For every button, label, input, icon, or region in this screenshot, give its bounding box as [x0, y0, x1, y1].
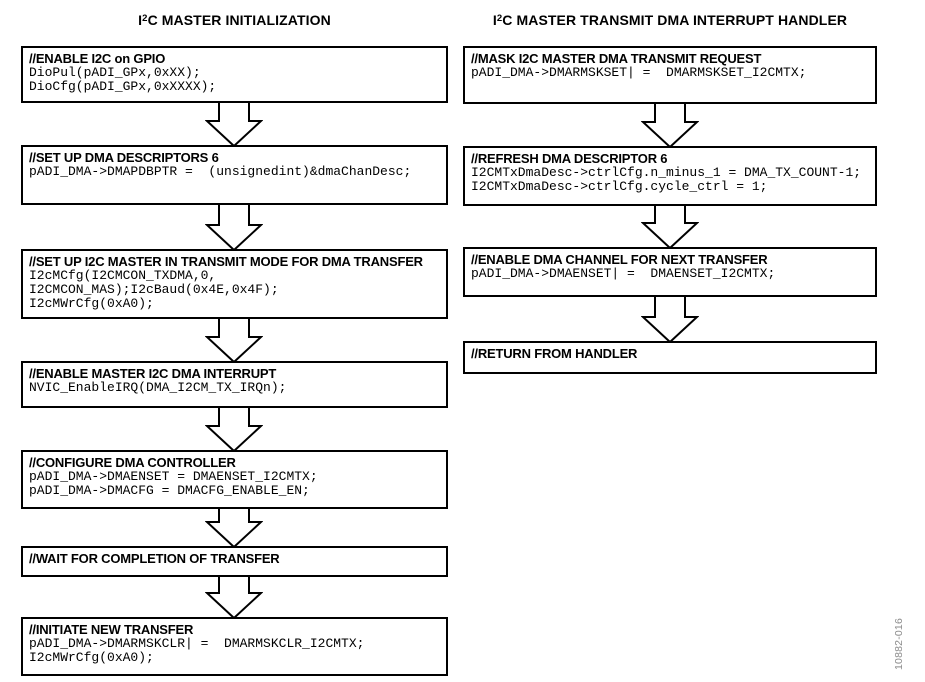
code-line: NVIC_EnableIRQ(DMA_I2CM_TX_IRQn); — [29, 380, 287, 395]
code-line: I2CMTxDmaDesc->ctrlCfg.cycle_ctrl = 1; — [471, 179, 768, 194]
flowchart-box: //ENABLE DMA CHANNEL FOR NEXT TRANSFER p… — [463, 247, 877, 297]
down-arrow-icon — [640, 295, 700, 348]
code-line: I2cMWrCfg(0xA0); — [29, 296, 154, 311]
code-line: DioCfg(pADI_GPx,0xXXXX); — [29, 79, 217, 94]
box-header: //REFRESH DMA DESCRIPTOR 6 — [471, 151, 668, 166]
flowchart-box: //ENABLE I2C on GPIO DioPul(pADI_GPx,0xX… — [21, 46, 448, 103]
superscript-2: 2 — [496, 13, 503, 24]
box-header: //INITIATE NEW TRANSFER — [29, 622, 194, 637]
flowchart-box: //ENABLE MASTER I2C DMA INTERRUPT NVIC_E… — [21, 361, 448, 408]
code-line: I2CMCON_MAS);I2cBaud(0x4E,0x4F); — [29, 282, 279, 297]
box-header: //RETURN FROM HANDLER — [471, 346, 638, 361]
box-header: //ENABLE I2C on GPIO — [29, 51, 166, 66]
box-code: I2CMTxDmaDesc->ctrlCfg.n_minus_1 = DMA_T… — [465, 166, 875, 194]
flowchart-box: //REFRESH DMA DESCRIPTOR 6 I2CMTxDmaDesc… — [463, 146, 877, 206]
flowchart-box: //SET UP I2C MASTER IN TRANSMIT MODE FOR… — [21, 249, 448, 319]
down-arrow-icon — [204, 101, 264, 152]
code-line: pADI_DMA->DMAENSET = DMAENSET_I2CMTX; — [29, 469, 318, 484]
superscript-2: 2 — [142, 13, 148, 24]
box-header: //ENABLE DMA CHANNEL FOR NEXT TRANSFER — [471, 252, 768, 267]
down-arrow-icon — [204, 203, 264, 256]
figure-number-label: 10882-016 — [893, 617, 905, 670]
box-header: //SET UP DMA DESCRIPTORS 6 — [29, 150, 219, 165]
down-arrow-icon — [204, 317, 264, 368]
title-text: C MASTER TRANSMIT DMA INTERRUPT HANDLER — [502, 12, 848, 28]
code-line: pADI_DMA->DMACFG = DMACFG_ENABLE_EN; — [29, 483, 310, 498]
code-line: pADI_DMA->DMARMSKSET| = DMARMSKSET_I2CMT… — [471, 65, 807, 80]
down-arrow-icon — [640, 102, 700, 153]
down-arrow-icon — [204, 575, 264, 624]
right-column-title: I2C MASTER TRANSMIT DMA INTERRUPT HANDLE… — [463, 12, 877, 28]
code-line: pADI_DMA->DMARMSKCLR| = DMARMSKCLR_I2CMT… — [29, 636, 365, 651]
down-arrow-icon — [204, 507, 264, 553]
code-line: I2cMCfg(I2CMCON_TXDMA,0, — [29, 268, 217, 283]
code-line: DioPul(pADI_GPx,0xXX); — [29, 65, 201, 80]
down-arrow-icon — [204, 406, 264, 457]
box-code: pADI_DMA->DMARMSKSET| = DMARMSKSET_I2CMT… — [465, 66, 875, 80]
box-code: pADI_DMA->DMARMSKCLR| = DMARMSKCLR_I2CMT… — [23, 637, 446, 665]
code-line: pADI_DMA->DMAPDBPTR = (unsignedint)&dmaC… — [29, 164, 412, 179]
box-code: DioPul(pADI_GPx,0xXX);DioCfg(pADI_GPx,0x… — [23, 66, 446, 94]
code-line: pADI_DMA->DMAENSET| = DMAENSET_I2CMTX; — [471, 266, 776, 281]
code-line: I2cMWrCfg(0xA0); — [29, 650, 154, 665]
left-column-title: I2C MASTER INITIALIZATION — [21, 12, 448, 28]
flowchart-box: //RETURN FROM HANDLER — [463, 341, 877, 374]
down-arrow-icon — [640, 204, 700, 254]
title-text: I — [492, 12, 497, 28]
box-code: pADI_DMA->DMAENSET = DMAENSET_I2CMTX;pAD… — [23, 470, 446, 498]
title-text: C MASTER INITIALIZATION — [147, 12, 331, 28]
box-header: //WAIT FOR COMPLETION OF TRANSFER — [29, 551, 280, 566]
flowchart-box: //MASK I2C MASTER DMA TRANSMIT REQUEST p… — [463, 46, 877, 104]
box-header: //SET UP I2C MASTER IN TRANSMIT MODE FOR… — [29, 254, 423, 269]
flowchart-box: //INITIATE NEW TRANSFER pADI_DMA->DMARMS… — [21, 617, 448, 676]
flowchart-box: //WAIT FOR COMPLETION OF TRANSFER — [21, 546, 448, 577]
code-line: I2CMTxDmaDesc->ctrlCfg.n_minus_1 = DMA_T… — [471, 165, 862, 180]
box-header: //MASK I2C MASTER DMA TRANSMIT REQUEST — [471, 51, 762, 66]
box-code: I2cMCfg(I2CMCON_TXDMA,0,I2CMCON_MAS);I2c… — [23, 269, 446, 311]
flowchart-box: //SET UP DMA DESCRIPTORS 6 pADI_DMA->DMA… — [21, 145, 448, 205]
box-code: pADI_DMA->DMAPDBPTR = (unsignedint)&dmaC… — [23, 165, 446, 179]
flowchart-box: //CONFIGURE DMA CONTROLLER pADI_DMA->DMA… — [21, 450, 448, 509]
title-text: I — [138, 12, 143, 28]
box-code: pADI_DMA->DMAENSET| = DMAENSET_I2CMTX; — [465, 267, 875, 281]
box-code: NVIC_EnableIRQ(DMA_I2CM_TX_IRQn); — [23, 381, 446, 395]
box-header: //ENABLE MASTER I2C DMA INTERRUPT — [29, 366, 277, 381]
box-header: //CONFIGURE DMA CONTROLLER — [29, 455, 236, 470]
